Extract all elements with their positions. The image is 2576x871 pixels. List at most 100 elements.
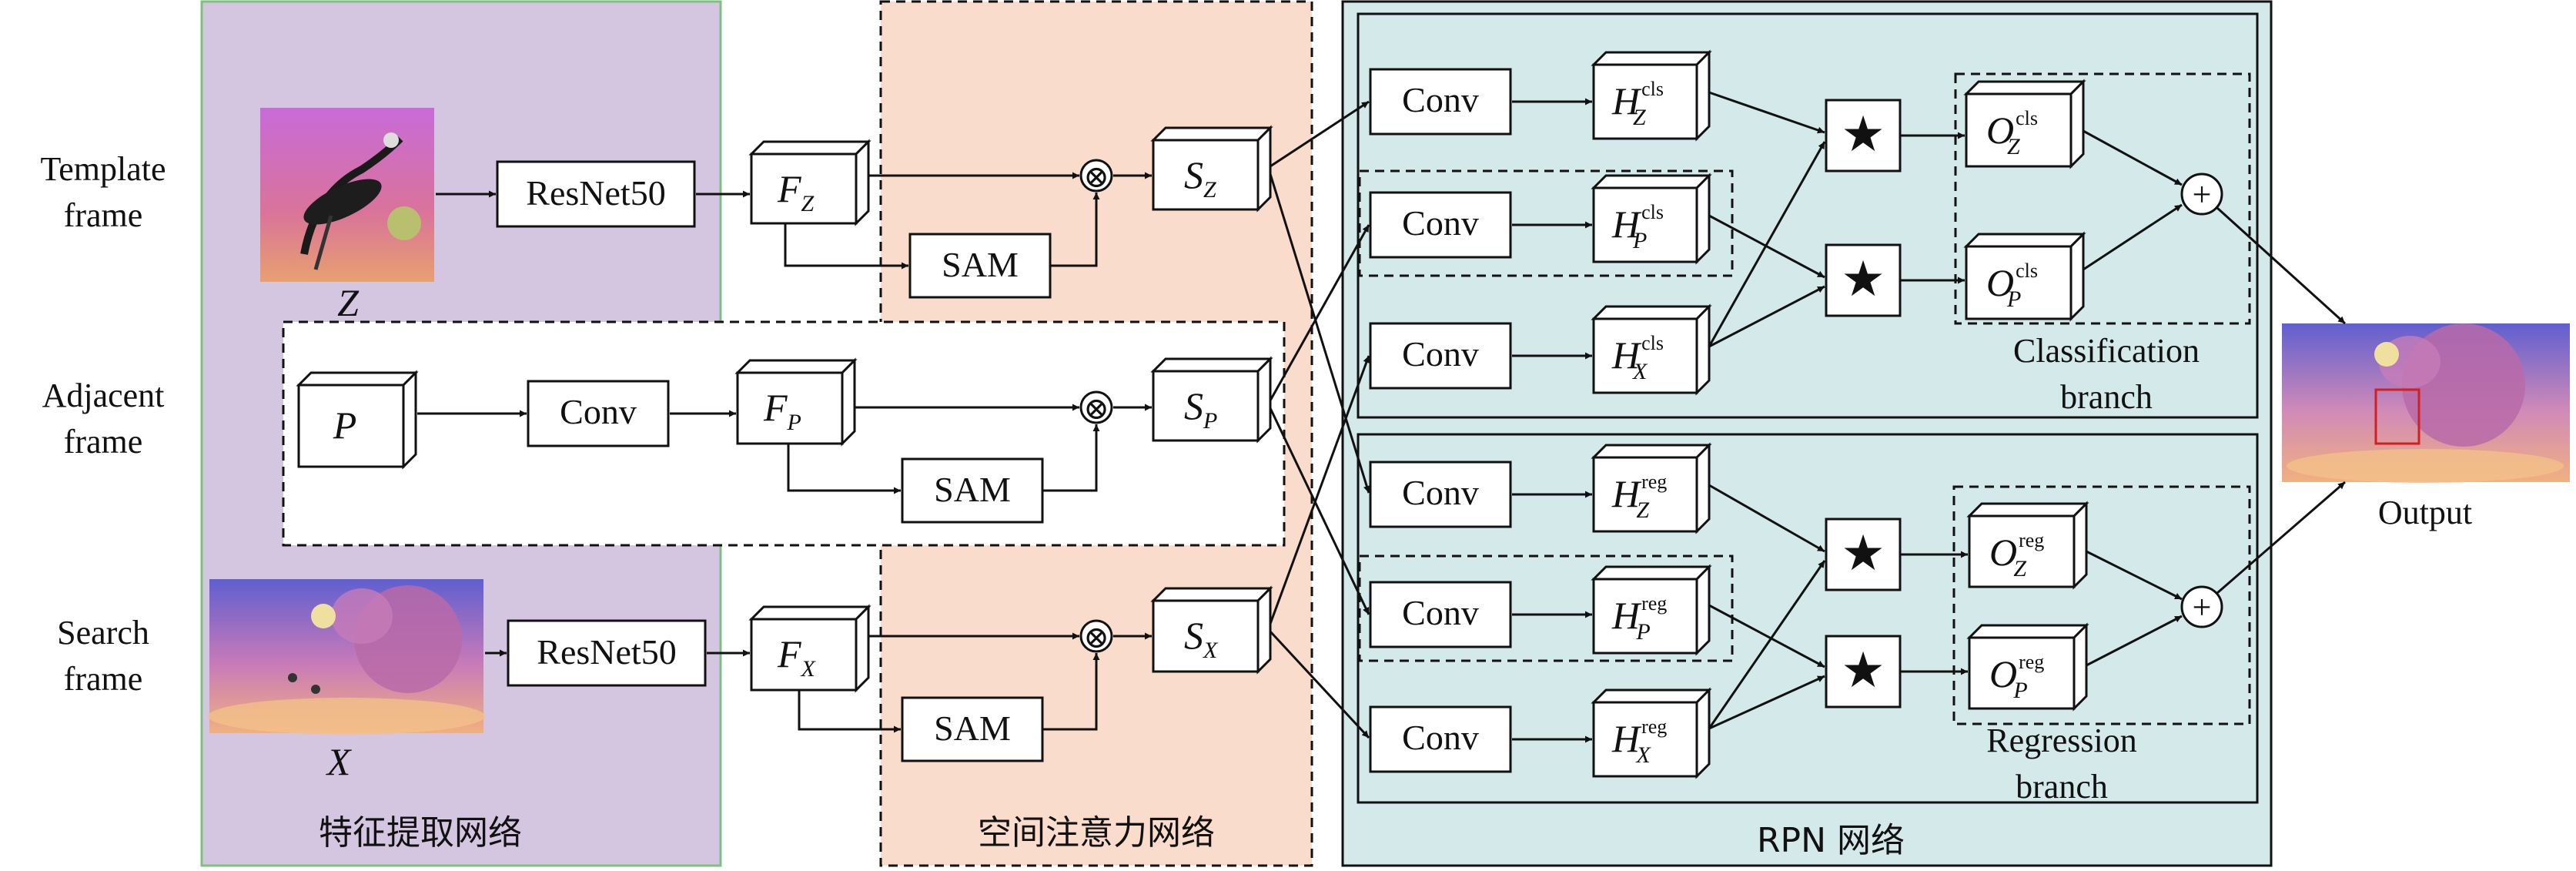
svg-text:SAM: SAM [934, 470, 1011, 509]
svg-text:★: ★ [1841, 526, 1885, 581]
rpn-conv-reg-X: Conv [1369, 705, 1512, 773]
svg-text:Conv: Conv [1402, 473, 1479, 512]
svg-text:Conv: Conv [1402, 203, 1479, 243]
svg-text:FX: FX [777, 632, 817, 682]
template-image [260, 108, 434, 282]
star-reg-2: ★ [1825, 635, 1902, 709]
template-label-line1: Template [40, 150, 166, 188]
svg-text:⊗: ⊗ [1083, 391, 1109, 426]
plus-node-cls: + [2180, 173, 2223, 216]
search-label-line1: Search [57, 614, 149, 652]
svg-text:★: ★ [1841, 252, 1885, 307]
output-image [2282, 323, 2570, 483]
template-var: Z [337, 281, 360, 324]
svg-text:SAM: SAM [934, 709, 1011, 748]
resnet50-template-box: ResNet50 [496, 160, 696, 228]
adjacent-label-line1: Adjacent [42, 377, 165, 414]
svg-text:⊗: ⊗ [1083, 620, 1109, 655]
rpn-arrows [1269, 91, 2347, 743]
svg-text:P: P [333, 404, 357, 447]
rpn-conv-reg-P: Conv [1369, 581, 1512, 648]
svg-text:FZ: FZ [777, 167, 815, 216]
regression-label-2: branch [2016, 768, 2108, 806]
feature-FP-cube: FP [734, 357, 858, 447]
feature-FX-cube: FX [748, 604, 871, 693]
regression-label-1: Regression [1986, 722, 2137, 759]
spatial-attention-label: 空间注意力网络 [978, 813, 1215, 853]
svg-text:SX: SX [1184, 614, 1219, 663]
sam-template-box: SAM [908, 233, 1052, 299]
adjacent-label-line2: frame [64, 423, 143, 461]
sam-search-box: SAM [901, 696, 1044, 762]
multiply-node-search: ⊗ [1079, 619, 1113, 655]
attention-SX-cube: SX [1150, 585, 1273, 675]
svg-text:ResNet50: ResNet50 [526, 173, 665, 213]
conv-adjacent-box: Conv [527, 380, 670, 447]
svg-text:+: + [2193, 588, 2212, 626]
plus-node-reg: + [2180, 585, 2223, 628]
multiply-node-adjacent: ⊗ [1079, 390, 1113, 426]
svg-text:SZ: SZ [1184, 153, 1216, 203]
star-cls-1: ★ [1825, 99, 1902, 173]
multiply-node-template: ⊗ [1079, 159, 1113, 194]
rpn-conv-cls-X: Conv [1369, 322, 1512, 390]
rpn-conv-cls-Z: Conv [1369, 68, 1512, 136]
feature-FZ-cube: FZ [748, 139, 871, 226]
search-label-line2: frame [64, 660, 143, 698]
svg-text:Conv: Conv [560, 392, 637, 431]
feature-extraction-label: 特征提取网络 [319, 813, 522, 853]
svg-text:FP: FP [763, 386, 801, 435]
star-cls-2: ★ [1825, 243, 1902, 317]
rpn-label: RPN 网络 [1757, 821, 1905, 860]
classification-label-1: Classification [2013, 332, 2200, 370]
search-image [208, 579, 485, 735]
svg-text:ResNet50: ResNet50 [537, 632, 676, 672]
output-label: Output [2378, 494, 2472, 531]
classification-output-group [1954, 72, 2251, 325]
svg-text:★: ★ [1841, 107, 1885, 162]
attention-SZ-cube: SZ [1150, 125, 1273, 213]
svg-text:★: ★ [1841, 643, 1885, 698]
star-reg-1: ★ [1825, 518, 1902, 591]
svg-text:SAM: SAM [942, 245, 1019, 284]
rpn-conv-cls-P: Conv [1369, 191, 1512, 259]
attention-SP-cube: SP [1150, 356, 1273, 444]
classification-label-2: branch [2060, 378, 2153, 416]
svg-text:⊗: ⊗ [1083, 159, 1109, 194]
input-arrows [417, 172, 1152, 733]
template-label-line2: frame [64, 196, 143, 234]
regression-output-group [1952, 485, 2251, 725]
svg-text:Conv: Conv [1402, 593, 1479, 632]
rpn-conv-reg-Z: Conv [1369, 461, 1512, 528]
classification-panel [1357, 12, 2259, 419]
resnet50-search-box: ResNet50 [507, 619, 707, 687]
svg-text:SP: SP [1184, 384, 1217, 434]
classification-group-P [1358, 169, 1734, 277]
regression-panel [1357, 433, 2259, 804]
svg-text:Conv: Conv [1402, 334, 1479, 374]
svg-text:+: + [2193, 176, 2212, 213]
adjacent-P-box: P [296, 370, 419, 470]
